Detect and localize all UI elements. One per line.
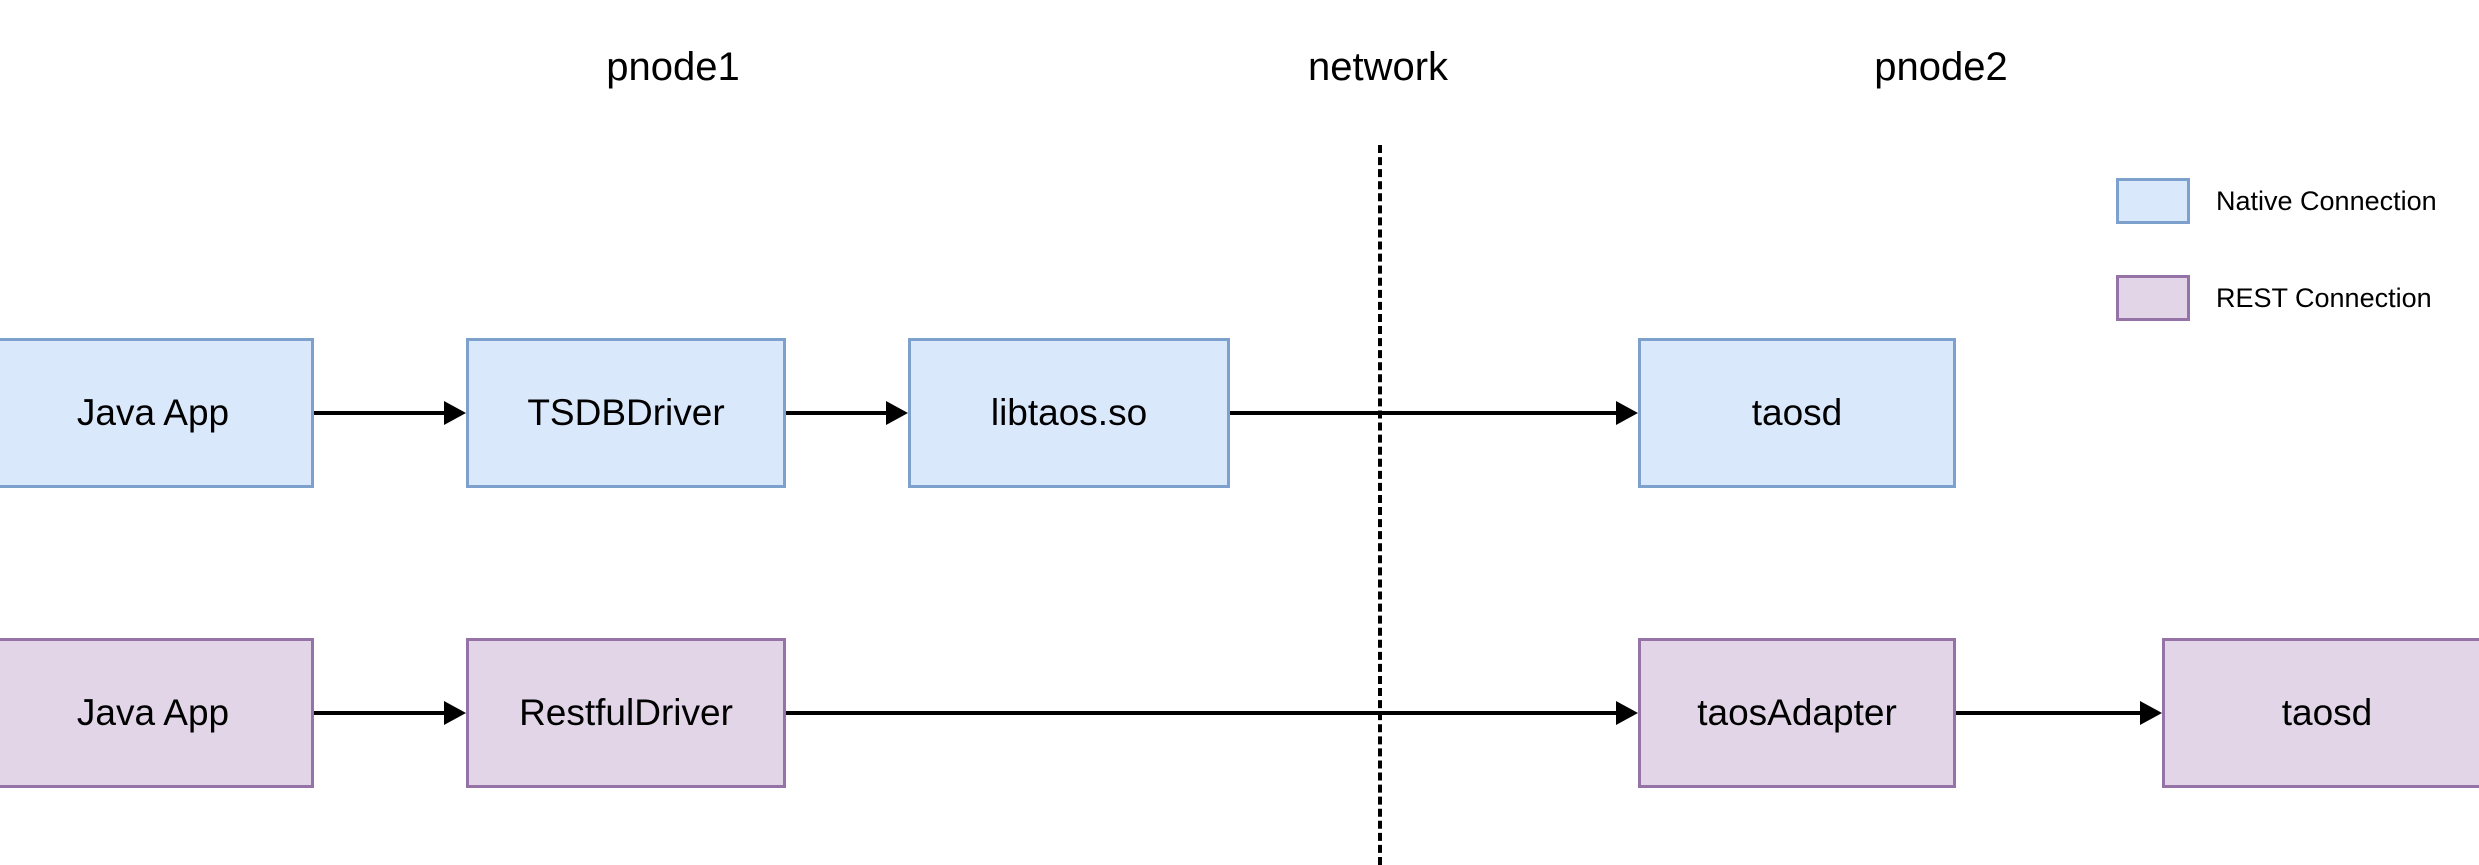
node-libtaos-so: libtaos.so bbox=[908, 338, 1230, 488]
legend-item-rest: REST Connection bbox=[2116, 275, 2432, 321]
edge-taosadapter-to-taosd bbox=[1956, 711, 2144, 715]
legend-swatch-rest bbox=[2116, 275, 2190, 321]
edge-restfuldriver-to-taosadapter bbox=[786, 711, 1620, 715]
edge-java-app-to-restfuldriver bbox=[314, 711, 448, 715]
node-taosd-native: taosd bbox=[1638, 338, 1956, 488]
column-label-pnode1: pnode1 bbox=[606, 45, 740, 89]
node-tsdbdriver: TSDBDriver bbox=[466, 338, 786, 488]
network-boundary-line bbox=[1378, 145, 1382, 865]
edge-tsdbdriver-to-libtaos bbox=[786, 411, 890, 415]
arrowhead-taosadapter-to-taosd bbox=[2140, 701, 2162, 725]
legend-swatch-native bbox=[2116, 178, 2190, 224]
node-taosd-rest: taosd bbox=[2162, 638, 2479, 788]
node-taosadapter: taosAdapter bbox=[1638, 638, 1956, 788]
arrowhead-java-app-to-tsdbdriver bbox=[444, 401, 466, 425]
legend-label-native: Native Connection bbox=[2216, 185, 2437, 216]
edge-libtaos-to-taosd bbox=[1230, 411, 1620, 415]
node-java-app-rest: Java App bbox=[0, 638, 314, 788]
node-restfuldriver: RestfulDriver bbox=[466, 638, 786, 788]
arrowhead-libtaos-to-taosd bbox=[1616, 401, 1638, 425]
legend-label-rest: REST Connection bbox=[2216, 282, 2432, 313]
column-label-pnode2: pnode2 bbox=[1874, 45, 2008, 89]
column-label-network: network bbox=[1307, 45, 1449, 89]
arrowhead-restfuldriver-to-taosadapter bbox=[1616, 701, 1638, 725]
node-java-app-native: Java App bbox=[0, 338, 314, 488]
arrowhead-tsdbdriver-to-libtaos bbox=[886, 401, 908, 425]
legend-item-native: Native Connection bbox=[2116, 178, 2437, 224]
edge-java-app-to-tsdbdriver bbox=[314, 411, 448, 415]
arrowhead-java-app-to-restfuldriver bbox=[444, 701, 466, 725]
